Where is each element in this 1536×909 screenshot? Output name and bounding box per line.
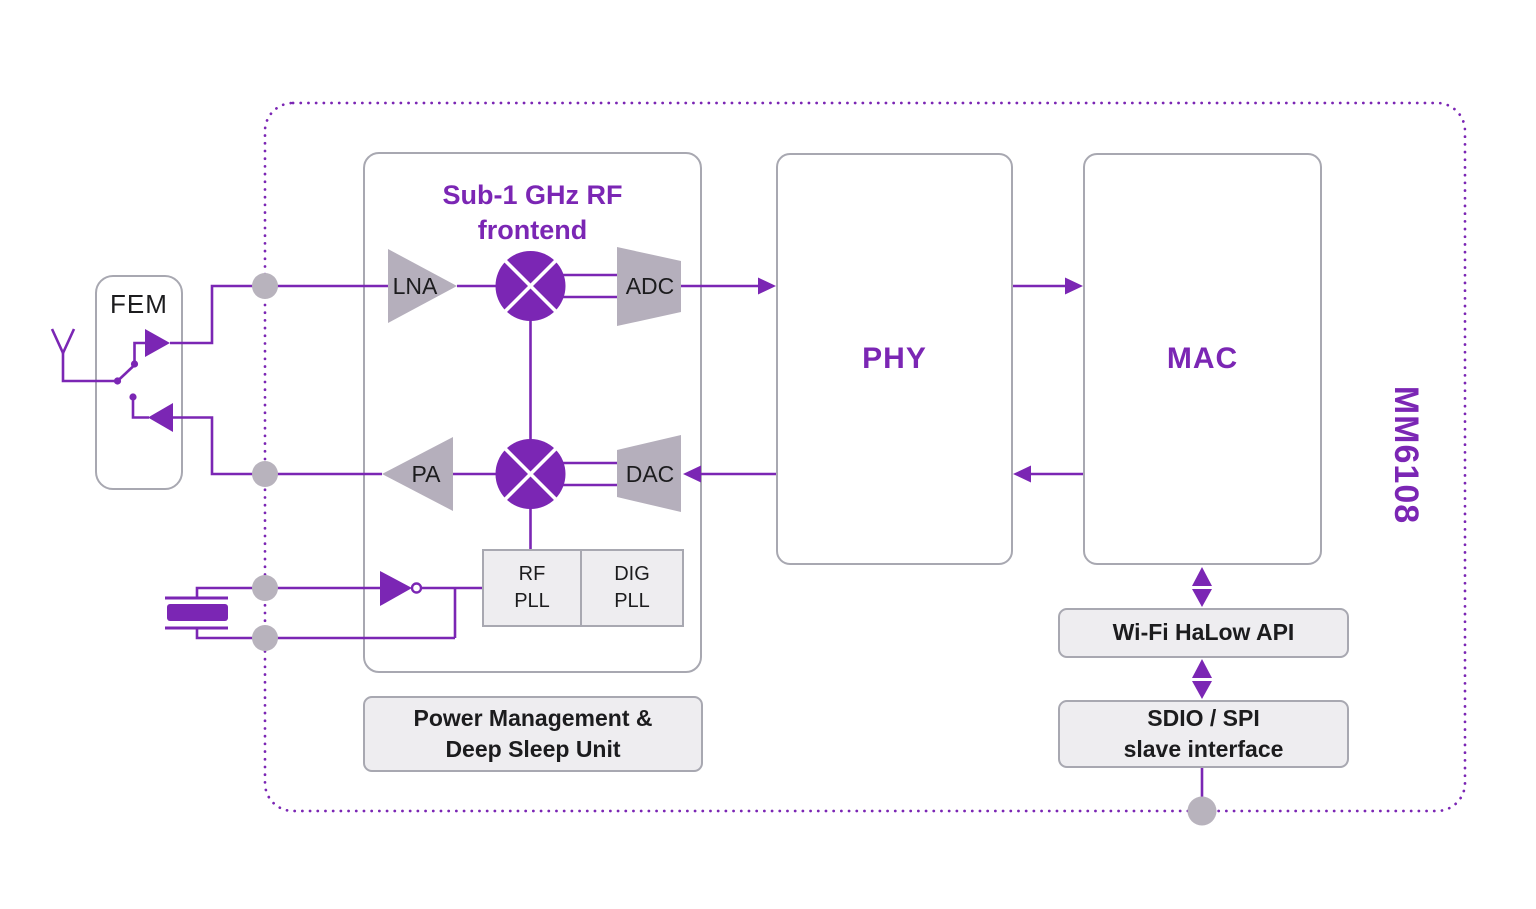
phy-to-mac-arrowhead	[1065, 277, 1083, 295]
crystal-plates	[165, 596, 228, 630]
rf-pll-block: RF PLL	[482, 549, 582, 627]
dig-pll-line2: PLL	[614, 590, 650, 612]
tx-pin-dot	[252, 461, 278, 487]
chip-name-label: MM6108	[1387, 385, 1425, 525]
rf-pll-line2: PLL	[514, 590, 550, 612]
mac-api-arrow-down	[1192, 589, 1212, 607]
rx-line-fem-to-lna	[170, 284, 388, 345]
fem-block: FEM	[95, 275, 183, 490]
dig-pll-line1: DIG	[614, 563, 650, 585]
chip-boundary-dotted-border	[263, 101, 1467, 813]
phy-to-dac-arrowhead	[683, 465, 701, 483]
dac-shape	[617, 435, 681, 512]
xtal-pin-dot-top	[252, 575, 278, 601]
sdio-spi-line1: SDIO / SPI	[1147, 704, 1260, 731]
rf-frontend-title-line1: Sub-1 GHz RF	[442, 180, 623, 210]
sdio-spi-block: SDIO / SPI slave interface	[1058, 700, 1349, 768]
api-sdio-arrow-down	[1192, 681, 1212, 699]
tx-mixer-cross	[504, 447, 557, 501]
lna-label: LNA	[392, 273, 438, 299]
sdio-spi-label: SDIO / SPI slave interface	[1124, 703, 1284, 765]
switch-rx-line	[133, 341, 145, 364]
dac-label: DAC	[625, 461, 675, 487]
antenna-feed-line	[61, 353, 117, 383]
adc-shape	[617, 247, 681, 326]
dig-pll-block: DIG PLL	[580, 549, 684, 627]
adc-to-phy-arrowhead	[758, 277, 776, 295]
tx-line-pa-to-fem	[173, 416, 382, 476]
pa-label: PA	[411, 461, 441, 487]
fem-tx-amp-icon	[148, 403, 173, 432]
rf-pll-line1: RF	[518, 563, 546, 585]
xtal-lead-bottom-line	[195, 628, 455, 640]
power-management-block: Power Management & Deep Sleep Unit	[363, 696, 703, 772]
switch-tx-line	[131, 397, 149, 419]
switch-arm	[116, 365, 135, 382]
pa-triangle	[382, 437, 453, 511]
mac-api-arrow-up	[1192, 567, 1212, 586]
mac-to-phy-arrowhead	[1013, 465, 1031, 483]
halow-api-label: Wi-Fi HaLow API	[1112, 619, 1295, 646]
xtal-lead-top-line	[195, 586, 380, 598]
clock-inverter-icon	[380, 571, 412, 606]
power-management-line2: Deep Sleep Unit	[445, 736, 621, 762]
crystal-icon	[167, 604, 228, 621]
phy-block: PHY	[776, 153, 1013, 565]
rf-frontend-title: Sub-1 GHz RF frontend	[443, 178, 623, 248]
host-interface-pin-dot	[1187, 796, 1217, 826]
rx-pin-dot	[252, 273, 278, 299]
halow-api-block: Wi-Fi HaLow API	[1058, 608, 1349, 658]
adc-label: ADC	[625, 273, 675, 299]
dig-pll-label: DIG PLL	[614, 561, 650, 615]
dac-to-mixer-diff-lines	[561, 461, 617, 487]
fem-rx-amp-icon	[145, 329, 170, 357]
mac-label: MAC	[1166, 342, 1239, 375]
power-management-line1: Power Management &	[413, 704, 653, 731]
sdio-spi-line2: slave interface	[1123, 736, 1284, 762]
xtal-pin-dot-bottom	[252, 625, 278, 651]
rx-mixer-cross	[504, 259, 557, 313]
lna-triangle	[388, 249, 457, 323]
mixer-to-adc-diff-lines	[561, 273, 617, 299]
mac-block: MAC	[1083, 153, 1322, 565]
api-sdio-arrow-up	[1192, 659, 1212, 678]
rf-frontend-title-line2: frontend	[477, 215, 588, 246]
rf-pll-label: RF PLL	[514, 561, 550, 615]
fem-label: FEM	[110, 289, 168, 319]
power-management-label: Power Management & Deep Sleep Unit	[414, 703, 653, 765]
phy-label: PHY	[862, 342, 927, 375]
